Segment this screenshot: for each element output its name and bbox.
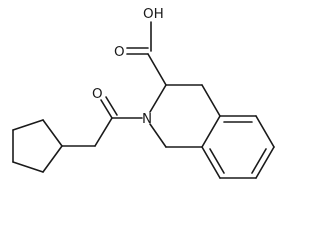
ring-bond [201,84,221,117]
amide-carbonyl-bond [105,96,118,116]
amide-oxygen-label: O [92,86,103,102]
cyclopentyl-bond [42,145,63,173]
carboxyl-bond [147,53,167,86]
benzene-bond [255,115,275,148]
benzene-bond [255,146,275,179]
cyclopentyl-bond [12,161,44,173]
benzene-double-bond [251,148,267,174]
ring-nitrogen-label: N [142,111,152,127]
ring-bond [149,84,167,113]
ring-bond [149,123,167,148]
benzene-double-bond [209,148,225,174]
bond-lines [12,21,275,179]
benzene-bond [201,146,221,179]
methylene-bond [94,117,113,147]
cyclopentyl-bond [12,119,44,131]
carboxyl-oxygen-label: O [114,44,125,60]
hydroxyl-label: OH [143,6,164,22]
amide-carbonyl-bond [100,99,113,119]
atom-labels: OH O O N [92,6,164,127]
chemical-structure: OH O O N [12,6,275,179]
ring-bond [201,115,221,148]
cyclopentyl-bond [42,119,63,147]
